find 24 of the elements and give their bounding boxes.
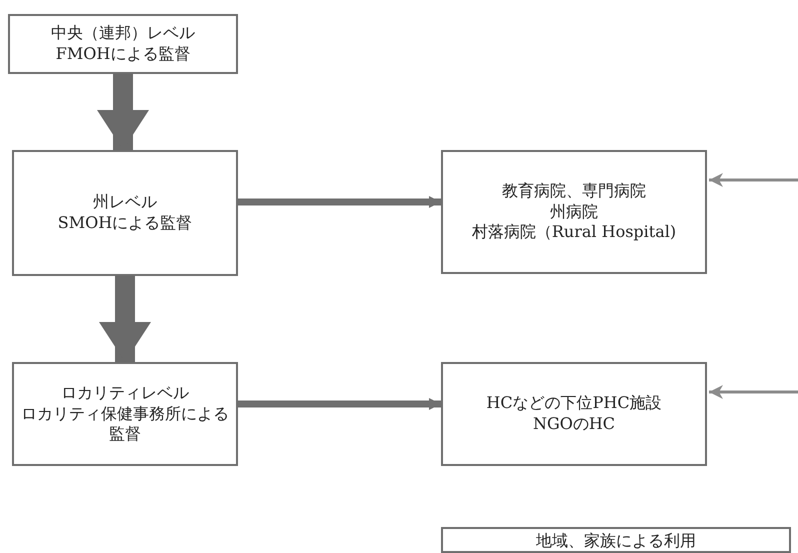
process-box	[8, 14, 238, 74]
box-text: 州レベル	[93, 192, 157, 213]
arrow	[238, 196, 441, 208]
arrow	[709, 173, 798, 187]
box-text: 村落病院（Rural Hospital)	[472, 222, 676, 244]
process-box	[12, 150, 238, 276]
box-text: SMOHによる監督	[58, 213, 192, 234]
process-box	[441, 362, 707, 466]
box-text: ロカリティ保健事務所による監督	[20, 404, 230, 446]
arrow	[709, 385, 798, 399]
box-text: NGOのHC	[532, 414, 616, 435]
arrow	[97, 74, 149, 150]
arrow	[99, 276, 151, 362]
box-text: 教育病院、専門病院	[502, 180, 646, 202]
process-box	[441, 150, 707, 274]
box-text: FMOHによる監督	[56, 44, 190, 65]
process-box	[12, 362, 238, 466]
box-text: 地域、家族による利用	[536, 531, 696, 552]
box-text: ロカリティレベル	[61, 382, 189, 404]
box-text: HCなどの下位PHC施設	[486, 393, 662, 414]
box-text: 州病院	[550, 202, 598, 222]
box-text: 中央（連邦）レベル	[51, 23, 195, 44]
process-box	[441, 527, 791, 553]
arrow	[238, 398, 441, 410]
